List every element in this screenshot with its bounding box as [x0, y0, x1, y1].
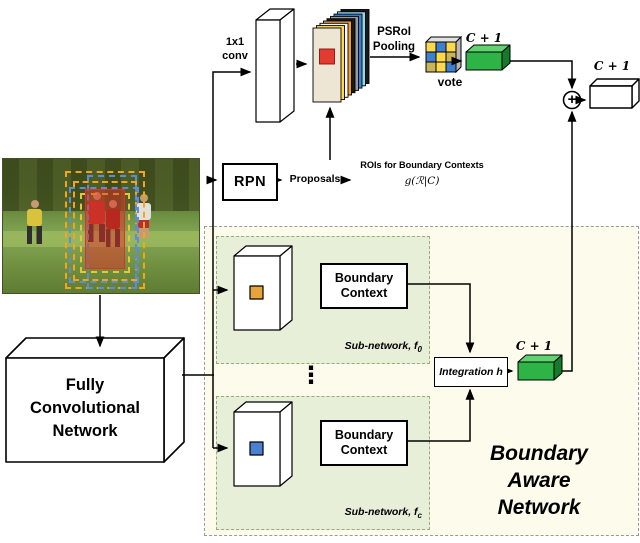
roi-box-blue-a	[69, 187, 139, 283]
highlighted-proposal-region	[85, 189, 125, 269]
grid-cell	[435, 51, 447, 63]
integration-box: Integration h	[434, 357, 508, 387]
rois-formula: g(ℛ|C)	[404, 175, 440, 187]
rois-label: ROIs for Boundary Contexts	[360, 160, 484, 170]
grid-cell	[425, 41, 437, 53]
position-sensitive-score-maps	[312, 9, 370, 103]
subnetwork-bottom-name: Sub-network, fc	[344, 506, 422, 521]
psroi-pooling-label: PSRoI Pooling	[372, 26, 416, 53]
grid-cell	[445, 41, 457, 53]
grid-cell	[425, 51, 437, 63]
class-count-label-integration: C + 1	[515, 339, 553, 353]
ban-title: Boundary Aware Network	[489, 442, 588, 519]
grid-cell	[445, 51, 457, 63]
psroi-window-red	[319, 48, 335, 65]
grid-cell	[435, 41, 447, 53]
proposals-label: Proposals	[289, 173, 341, 185]
rpn-box: RPN	[222, 163, 278, 201]
input-image	[2, 158, 200, 294]
player-yellow	[27, 209, 42, 244]
conv-feature-map-slab	[255, 8, 295, 123]
grid-cell	[435, 61, 447, 73]
class-count-label-scores: C + 1	[465, 31, 503, 45]
subnetwork-top-name: Sub-network, f0	[344, 340, 422, 355]
vote-label: vote	[437, 75, 463, 89]
connector-scores-to-merge	[510, 60, 577, 90]
class-count-label-output: C + 1	[593, 59, 631, 73]
class-scores-box-top	[465, 44, 511, 71]
boundary-context-box-top: Boundary Context	[320, 263, 408, 309]
boundary-context-box-bottom: Boundary Context	[320, 420, 408, 466]
fcn-label: Fully Convolutional Network	[30, 376, 140, 440]
conv-1x1-label: 1x1 conv	[222, 36, 248, 62]
pooled-score-grid	[424, 35, 463, 74]
rpn-label: RPN	[233, 174, 267, 190]
merge-plus-symbol: +	[567, 91, 577, 108]
grid-cell	[445, 61, 457, 73]
final-output-box-3d	[589, 78, 640, 109]
subnetwork-ellipsis: ⋮	[299, 362, 323, 389]
grid-cell	[425, 61, 437, 73]
